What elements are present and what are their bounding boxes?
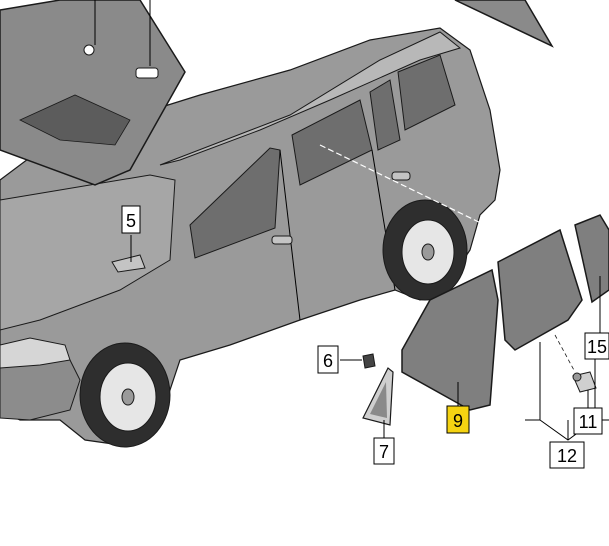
car-roof xyxy=(159,31,462,166)
door-glass-part xyxy=(401,268,499,411)
door-seam xyxy=(279,149,301,321)
callout-7-label: 7 xyxy=(379,442,389,462)
rain-sensor-icon xyxy=(83,44,95,56)
callout-6-label: 6 xyxy=(323,351,333,371)
rear-door-glass-part xyxy=(497,228,583,351)
callout-5-label: 5 xyxy=(126,211,136,231)
dashed-guide-11 xyxy=(554,334,576,373)
callout-15-label: 15 xyxy=(587,337,607,357)
callout-11[interactable]: 11 xyxy=(573,407,603,435)
front-door-handle xyxy=(271,235,293,245)
callout-9-label: 9 xyxy=(453,411,463,431)
triangle-glass-inner xyxy=(370,382,387,418)
windshield-glass xyxy=(0,0,186,186)
rear-door-handle xyxy=(391,171,411,181)
windshield-tint-band xyxy=(19,94,131,146)
callout-7[interactable]: 7 xyxy=(373,437,395,465)
callout-15[interactable]: 15 xyxy=(584,332,609,360)
headlight xyxy=(0,337,71,369)
front-door-window xyxy=(189,147,281,259)
quarter-glass-part xyxy=(574,214,609,304)
clip-part-6 xyxy=(362,353,376,369)
windshield-part xyxy=(0,0,186,186)
mirror-mount-pad xyxy=(135,67,159,79)
callout-9[interactable]: 9 xyxy=(446,405,470,434)
callout-5[interactable]: 5 xyxy=(121,205,141,234)
callout-6[interactable]: 6 xyxy=(317,345,339,374)
rear-quarter-window xyxy=(369,79,401,151)
rear-wheel xyxy=(382,199,468,301)
rear-side-window xyxy=(397,54,456,131)
bolt-part-11 xyxy=(572,371,597,393)
callout-12[interactable]: 12 xyxy=(549,441,585,469)
triangle-glass-part xyxy=(362,367,394,426)
callout-11-label: 11 xyxy=(579,412,598,432)
front-wheel xyxy=(79,342,171,448)
rear-window-part xyxy=(454,0,554,48)
callout-12-label: 12 xyxy=(557,446,577,466)
assembly-leader-line xyxy=(319,144,521,243)
